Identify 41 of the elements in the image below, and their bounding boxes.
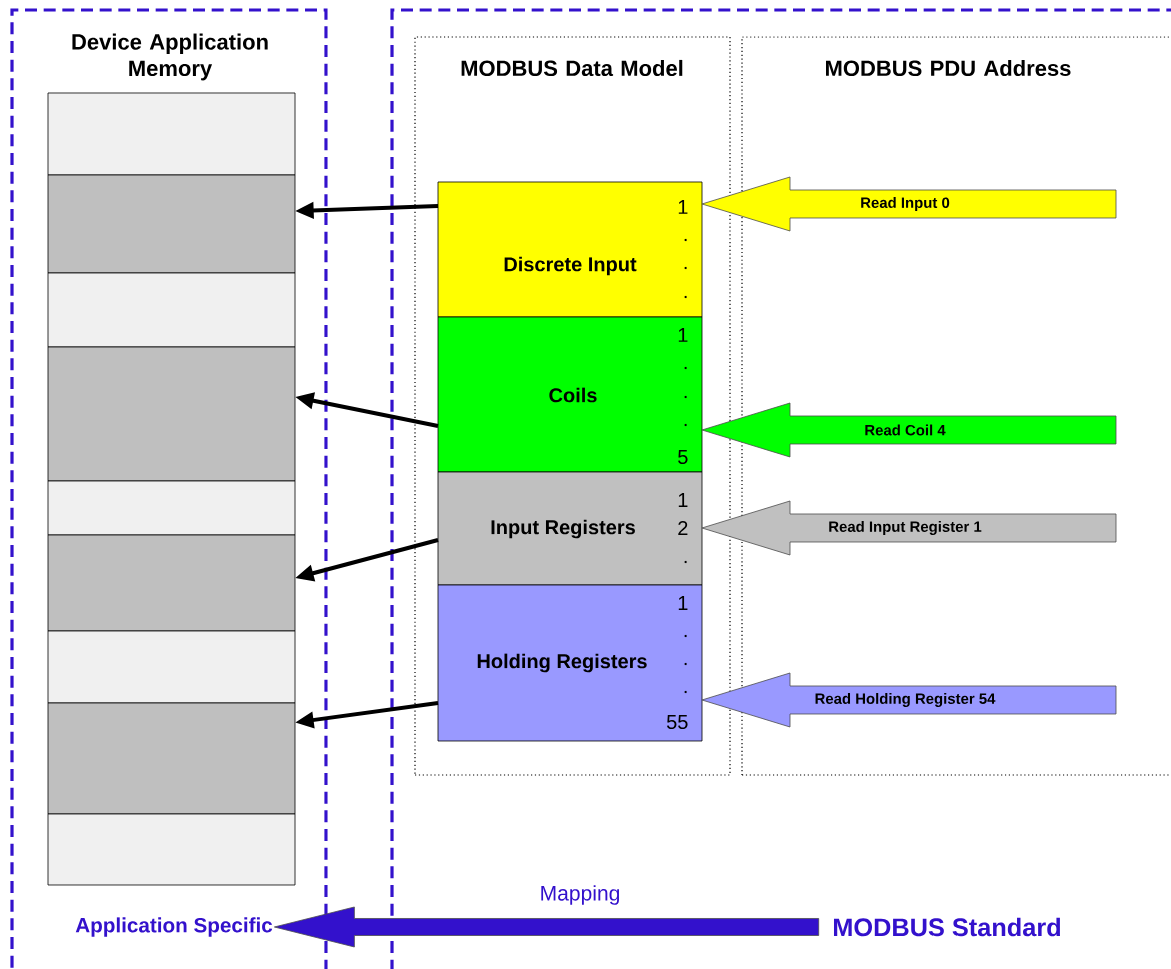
- address-number: 1: [678, 328, 688, 342]
- memory-cell: [47, 92, 296, 176]
- edge-label: Read Coil 4: [863, 423, 947, 437]
- address-number: .: [684, 395, 687, 399]
- address-number: 5: [678, 450, 688, 464]
- block-arrow: [701, 402, 1117, 458]
- memory-cell: [47, 272, 296, 348]
- memory-cell: [47, 630, 296, 704]
- dashed-panel: [390, 8, 1171, 969]
- address-number: .: [684, 266, 687, 270]
- address-number: 1: [678, 493, 688, 507]
- block-label: Coils: [549, 387, 597, 403]
- address-number: .: [684, 690, 687, 694]
- block-label: Discrete Input: [504, 256, 637, 276]
- heading: MODBUS Data Model: [461, 59, 683, 77]
- address-number: 1: [678, 200, 688, 214]
- address-number: .: [684, 662, 687, 666]
- address-number: .: [684, 366, 687, 370]
- heading: MODBUS PDU Address: [826, 59, 1071, 77]
- address-number: .: [684, 295, 687, 299]
- category-label: Application Specific: [75, 917, 273, 937]
- heading: Device Application Memory: [72, 33, 268, 81]
- address-number: .: [684, 560, 687, 564]
- memory-cell: [47, 534, 296, 632]
- memory-cell: [47, 480, 296, 536]
- block-arrow: [701, 176, 1117, 232]
- address-number: 2: [678, 521, 688, 535]
- block-label: Holding Registers: [477, 653, 647, 673]
- memory-cell: [47, 346, 296, 482]
- category-label: MODBUS Standard: [834, 917, 1060, 937]
- edge-label: Mapping: [538, 883, 622, 907]
- address-number: .: [684, 238, 687, 242]
- block-label: Input Registers: [491, 519, 635, 539]
- memory-cell: [47, 813, 296, 886]
- address-number: 55: [666, 715, 688, 729]
- memory-cell: [47, 702, 296, 815]
- address-number: 1: [678, 596, 688, 610]
- address-number: .: [684, 634, 687, 638]
- block-arrow: [273, 906, 820, 948]
- memory-cell: [47, 174, 296, 274]
- address-number: .: [684, 423, 687, 427]
